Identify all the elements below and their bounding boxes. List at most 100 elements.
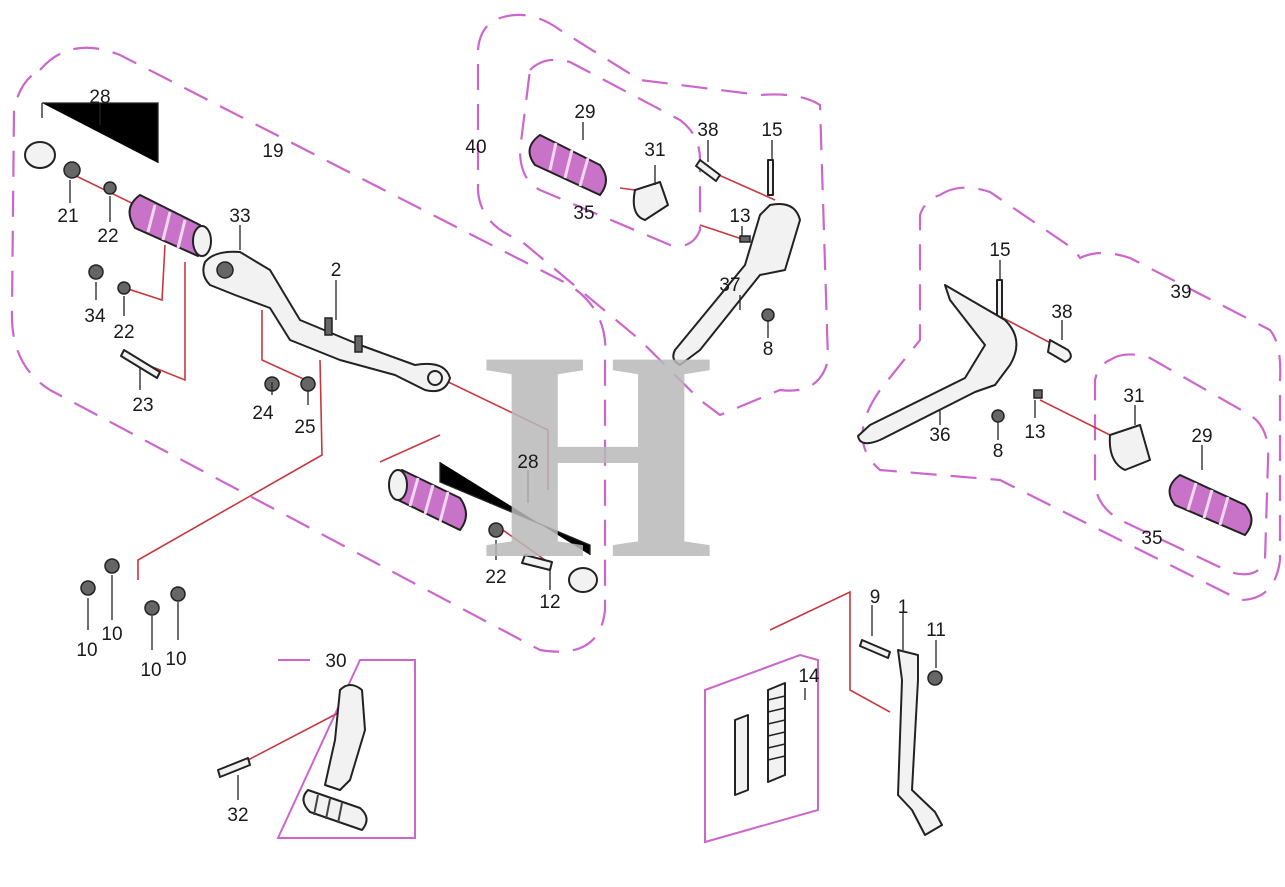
washer [103, 181, 117, 195]
callout-label: 10 [101, 624, 122, 645]
group-14-outline [704, 653, 819, 844]
callout-label: 33 [229, 206, 250, 227]
callout-pointers [41, 102, 1203, 800]
nut [761, 308, 775, 322]
footrest-bracket [202, 250, 451, 393]
callout-label: 32 [227, 805, 248, 826]
leader-line [137, 359, 323, 580]
callout-label: 14 [798, 666, 820, 687]
washer [488, 522, 504, 538]
nut [927, 670, 943, 686]
pin [739, 235, 751, 243]
leader-line [619, 187, 636, 191]
leader-line [439, 377, 549, 490]
footpeg-grip [528, 133, 607, 197]
nut [991, 409, 1005, 423]
callout-label: 29 [574, 102, 595, 123]
footrest-right-group [857, 279, 1253, 537]
group-30-outline [276, 659, 416, 839]
callout-label: 23 [132, 395, 153, 416]
brake-pedal [217, 684, 368, 831]
nut [88, 264, 104, 280]
callout-label: 2 [331, 260, 342, 281]
end-cap [568, 567, 598, 593]
group-35a-outline [518, 58, 702, 248]
bolt [217, 757, 251, 778]
group-40-outline [476, 13, 830, 417]
rubber-bushing [63, 161, 81, 179]
callout-label: 8 [763, 339, 774, 360]
leader-line [499, 527, 546, 561]
nuts-10 [80, 558, 186, 616]
footrest-arm [857, 284, 1018, 445]
callout-label: 10 [76, 640, 97, 661]
callout-label: 21 [57, 206, 78, 227]
stud-bolt [324, 317, 363, 353]
bolt [859, 639, 891, 659]
callout-labels: 28 19 21 22 33 34 22 23 2 24 25 28 22 12… [57, 87, 1212, 826]
callout-label: 38 [697, 120, 718, 141]
bolt [1047, 339, 1072, 363]
pin [1033, 389, 1043, 399]
callout-label: 24 [252, 403, 274, 424]
footpeg-grip-lower [388, 468, 598, 593]
group-19-outline [10, 46, 607, 653]
callout-label: 38 [1051, 302, 1072, 323]
spring [734, 714, 749, 796]
pivot-block [632, 181, 669, 221]
callout-label: 25 [294, 417, 315, 438]
bolt-hole [427, 370, 443, 386]
callout-label: 35 [573, 203, 594, 224]
leader-line [769, 590, 891, 713]
callout-label: 34 [84, 306, 106, 327]
spring-coils [767, 695, 786, 761]
footrest-arm [672, 203, 801, 366]
callout-label: 28 [89, 87, 110, 108]
footrest-left-group [24, 141, 451, 393]
leader-line [124, 244, 166, 302]
callout-label: 13 [1024, 422, 1045, 443]
callout-label: 19 [262, 141, 283, 162]
bolt [695, 159, 721, 182]
footpeg-grip [128, 193, 212, 258]
callout-label: 37 [719, 275, 740, 296]
nut [300, 376, 316, 392]
footrest-upper-group [528, 133, 801, 366]
side-stand-group [734, 639, 943, 836]
footpeg-grip [1168, 473, 1253, 537]
callout-label: 36 [929, 425, 950, 446]
callout-label: 11 [926, 620, 946, 641]
leader-line [261, 310, 311, 383]
callout-label: 12 [539, 592, 560, 613]
callout-label: 39 [1170, 282, 1191, 303]
callout-label: 35 [1141, 528, 1162, 549]
callout-label: 9 [870, 587, 881, 608]
pin [767, 159, 774, 196]
leader-line [247, 711, 341, 761]
callout-label: 10 [165, 649, 186, 670]
side-stand [897, 649, 943, 836]
callout-label: 8 [993, 441, 1004, 462]
rubber-bushing [216, 261, 234, 279]
callout-label: 22 [485, 567, 506, 588]
callout-label: 1 [898, 597, 909, 618]
callout-label: 22 [113, 322, 134, 343]
end-cap [24, 141, 56, 169]
washer [117, 281, 131, 295]
callout-label: 28 [517, 452, 538, 473]
bolt [120, 349, 161, 379]
group-39-outline [861, 186, 1282, 602]
callout-label: 31 [1123, 386, 1144, 407]
pin [996, 279, 1003, 321]
callout-label: 13 [729, 206, 750, 227]
leader-line [699, 224, 746, 241]
leader-line [711, 171, 776, 201]
callout-label: 29 [1191, 426, 1212, 447]
callout-label: 22 [97, 226, 118, 247]
callout-label: 30 [325, 651, 346, 672]
callout-label: 31 [644, 140, 665, 161]
callout-label: 10 [140, 660, 161, 681]
leader-line [379, 434, 441, 463]
callout-label: 15 [761, 120, 782, 141]
